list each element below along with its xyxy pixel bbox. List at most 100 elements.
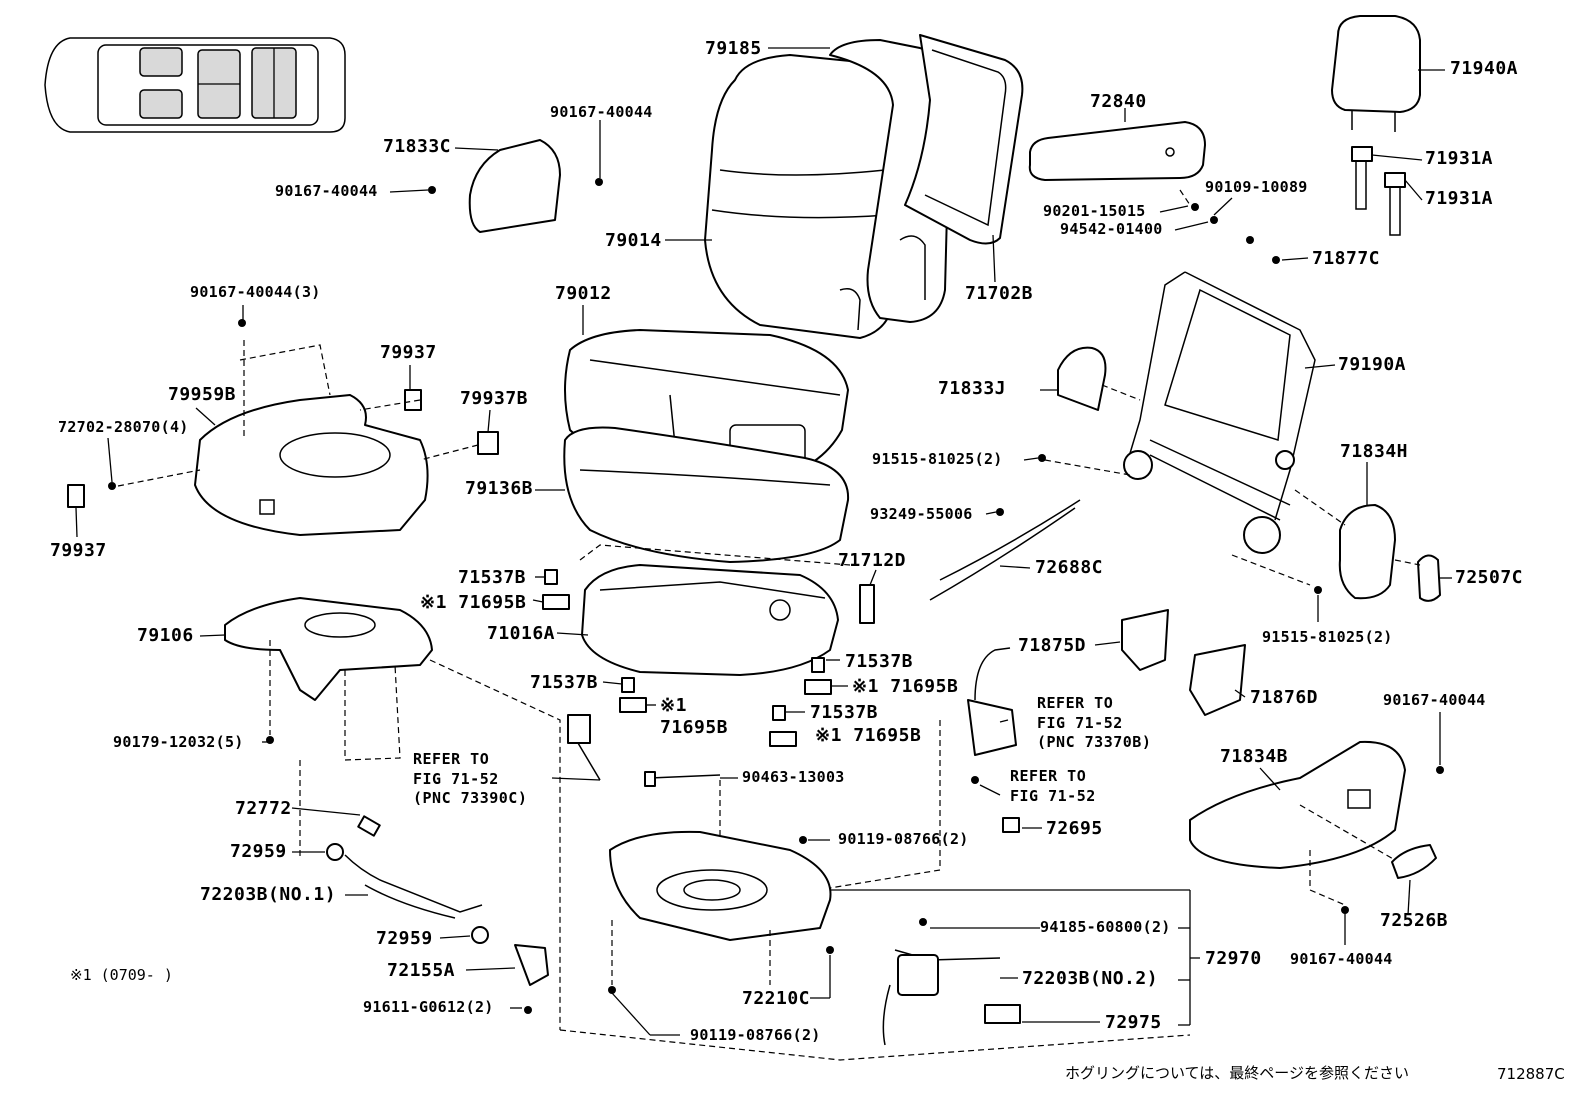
label-72975: 72975 xyxy=(1105,1012,1162,1033)
lever-knob-72507c-icon xyxy=(1417,554,1441,602)
label-90167-40044-3: 90167-40044(3) xyxy=(190,283,321,301)
cushion-stop-72695-icon xyxy=(1002,817,1020,833)
seatback-frame-icon xyxy=(1123,271,1316,554)
label-91515-81025-top: 91515-81025(2) xyxy=(872,450,1003,468)
headrest-icon xyxy=(1331,15,1421,132)
label-72959-1: 72959 xyxy=(230,841,287,862)
pad-71537b-icon xyxy=(544,569,825,721)
bracket-71875d-icon xyxy=(1121,609,1169,671)
pad-72975-icon xyxy=(984,1004,1021,1024)
reference-line: FIG 71-52 xyxy=(1010,786,1096,805)
label-71537B-3: 71537B xyxy=(530,672,599,693)
label-72702-28070: 72702-28070(4) xyxy=(58,418,189,436)
seatback-frame-panel-icon xyxy=(904,34,1024,245)
label-71877C: 71877C xyxy=(1312,248,1381,269)
label-90167-40044-left: 90167-40044 xyxy=(275,182,378,200)
label-71537B-4: 71537B xyxy=(810,702,879,723)
label-79106: 79106 xyxy=(137,625,194,646)
clip-79937b-icon xyxy=(477,431,499,455)
seat-cushion-pad-icon xyxy=(563,426,850,563)
bolt-icon xyxy=(108,178,1444,1014)
label-90167-40044-right: 90167-40044 xyxy=(1383,691,1486,709)
side-cover-71833j-icon xyxy=(1057,346,1107,411)
label-71833C: 71833C xyxy=(383,136,452,157)
label-71875D: 71875D xyxy=(1018,635,1087,656)
bracket-71876d-icon xyxy=(1189,644,1246,716)
footnote: ※1 (0709- ) xyxy=(70,966,173,984)
label-71695B-2-mark: ※1 xyxy=(660,695,687,716)
reference-line: (PNC 73390C) xyxy=(413,789,528,807)
reference-note-right-1[interactable]: REFER TO FIG 71-52 (PNC 73370B) xyxy=(1037,694,1151,753)
label-90167-40044-top: 90167-40044 xyxy=(550,103,653,121)
label-71940A: 71940A xyxy=(1450,58,1519,79)
armrest-icon xyxy=(1028,121,1206,181)
strap-90463-icon xyxy=(644,771,721,787)
label-90179-12032: 90179-12032(5) xyxy=(113,733,244,751)
clip-79937-icon xyxy=(404,389,422,411)
clip-79937-bottom-icon xyxy=(67,484,85,508)
label-71931A-2: 71931A xyxy=(1425,188,1494,209)
headrest-guide-icon xyxy=(1351,146,1406,236)
label-72772: 72772 xyxy=(235,798,292,819)
label-72507C: 72507C xyxy=(1455,567,1524,588)
reference-line: (PNC 73370B) xyxy=(1037,733,1152,751)
reference-line: FIG 71-52 xyxy=(1037,713,1123,732)
label-71702B: 71702B xyxy=(965,283,1034,304)
label-79136B: 79136B xyxy=(465,478,534,499)
belt-anchor-icon xyxy=(967,647,1017,756)
label-90109-10089: 90109-10089 xyxy=(1205,178,1308,196)
label-71834B: 71834B xyxy=(1220,746,1289,767)
seat-belt-buckle-icon xyxy=(567,714,601,781)
label-72959-2: 72959 xyxy=(376,928,433,949)
label-71712D: 71712D xyxy=(838,550,907,571)
label-93249-55006: 93249-55006 xyxy=(870,505,973,523)
label-72970: 72970 xyxy=(1205,948,1262,969)
label-90119-08766-bottom: 90119-08766(2) xyxy=(690,1026,821,1044)
label-90463-13003: 90463-13003 xyxy=(742,768,845,786)
seat-track-frame-icon xyxy=(224,597,433,701)
pad-71695b-icon xyxy=(542,594,832,747)
label-72155A: 72155A xyxy=(387,960,456,981)
recliner-cover-71834h-icon xyxy=(1338,504,1396,600)
side-cover-71833c-icon xyxy=(468,139,561,233)
label-90119-08766-mid: 90119-08766(2) xyxy=(838,830,969,848)
label-72526B: 72526B xyxy=(1380,910,1449,931)
label-71695B-4: ※1 71695B xyxy=(815,725,922,746)
bracket-72155a-icon xyxy=(514,944,549,986)
label-94185-60800: 94185-60800(2) xyxy=(1040,918,1171,936)
side-cover-71834b-icon xyxy=(1189,740,1406,869)
label-79937-top: 79937 xyxy=(380,342,437,363)
label-71833J: 71833J xyxy=(938,378,1007,399)
label-71695B-3: ※1 71695B xyxy=(852,676,959,697)
seat-riser-icon xyxy=(609,830,832,941)
side-cover-79959b-icon xyxy=(194,394,429,536)
reference-line: REFER TO xyxy=(413,750,490,768)
seatback-pad-icon xyxy=(829,39,951,323)
reference-note-left[interactable]: REFER TO FIG 71-52 (PNC 73390C) xyxy=(413,750,527,809)
label-72203B-no1: 72203B(NO.1) xyxy=(200,884,337,905)
label-79937-bottom: 79937 xyxy=(50,540,107,561)
label-72203B-no2: 72203B(NO.2) xyxy=(1022,968,1159,989)
rod-72203b-no2-icon xyxy=(882,949,1001,1046)
label-72840: 72840 xyxy=(1090,91,1147,112)
seat-cushion-frame-icon xyxy=(581,564,839,676)
release-cable-icon xyxy=(929,499,1081,601)
rod-72203b-no1-icon xyxy=(344,854,483,919)
label-71876D: 71876D xyxy=(1250,687,1319,708)
label-94542-01400: 94542-01400 xyxy=(1060,220,1163,238)
label-91515-81025-bottom: 91515-81025(2) xyxy=(1262,628,1393,646)
leader-lines xyxy=(75,47,1452,1036)
reference-note-right-2[interactable]: REFER TO FIG 71-52 xyxy=(1010,767,1096,806)
label-71834H: 71834H xyxy=(1340,441,1409,462)
japanese-note: ホグリングについては、最終ページを参照ください xyxy=(1065,1064,1409,1082)
label-71537B-2: 71537B xyxy=(845,651,914,672)
label-90167-40044-br: 90167-40044 xyxy=(1290,950,1393,968)
label-79937B: 79937B xyxy=(460,388,529,409)
label-90201-15015: 90201-15015 xyxy=(1043,202,1146,220)
reference-line: FIG 71-52 xyxy=(413,769,499,788)
label-79190A: 79190A xyxy=(1338,354,1407,375)
spring-72772-icon xyxy=(357,815,381,837)
lever-72526b-icon xyxy=(1391,844,1437,879)
label-79012: 79012 xyxy=(555,283,612,304)
